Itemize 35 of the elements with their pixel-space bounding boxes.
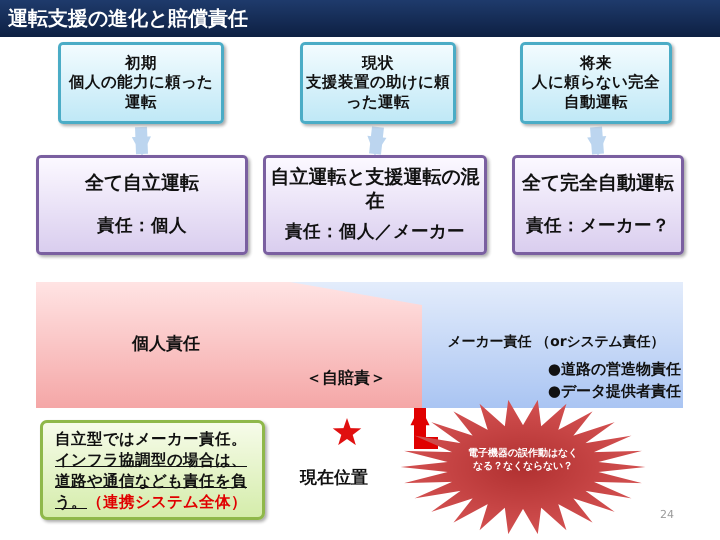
box-text: 支援装置の助けに頼った運転 [305,73,451,112]
page-number: 24 [660,508,674,522]
responsibility-text: 責任：個人 [96,216,188,238]
burst-text: 電子機器の誤作動はなくなる？なくならない？ [468,448,578,473]
box-heading: 初期 [124,54,158,74]
position-label: 現在位置 [300,468,368,490]
stage-box [58,42,224,124]
title: 運転支援の進化と賠償責任 [8,6,248,31]
result-box [263,155,487,255]
box-heading: 現状 [360,54,395,74]
box-heading: 全て自立運転 [84,172,200,196]
box-heading: 自立運転と支援運転の混在 [270,166,480,214]
note-text: 自立型ではメーカー責任。 インフラ協調型の場合は、道路や通信なども責任を負う。（連携システム全体） [55,429,248,513]
result-box [512,155,684,255]
list-item: ●道路の営造物責任 [546,360,681,379]
personal-liability-band [36,282,422,408]
stage-box [300,42,456,124]
band-label: メーカー責任 （orシステム責任） [446,334,666,352]
arrow [132,126,151,156]
stage-box [520,42,672,124]
box-text: 個人の能力に頼った運転 [68,73,214,112]
arrow [410,406,438,449]
list-item: ●データ提供者責任 [546,382,681,401]
maker-liability-band [36,282,683,408]
responsibility-text: 責任：個人／メーカー [284,222,466,244]
box-text: 人に頼らない完全自動運転 [530,73,661,112]
arrow [367,126,386,156]
box-heading: 将来 [578,54,613,74]
band-label: 個人責任 [130,334,201,356]
note-box [40,420,265,520]
arrow [587,126,606,156]
box-heading: 全て完全自動運転 [520,172,675,196]
result-box [36,155,248,255]
list-item: ＜自賠責＞ [305,368,387,388]
responsibility-text: 責任：メーカー？ [525,216,671,238]
